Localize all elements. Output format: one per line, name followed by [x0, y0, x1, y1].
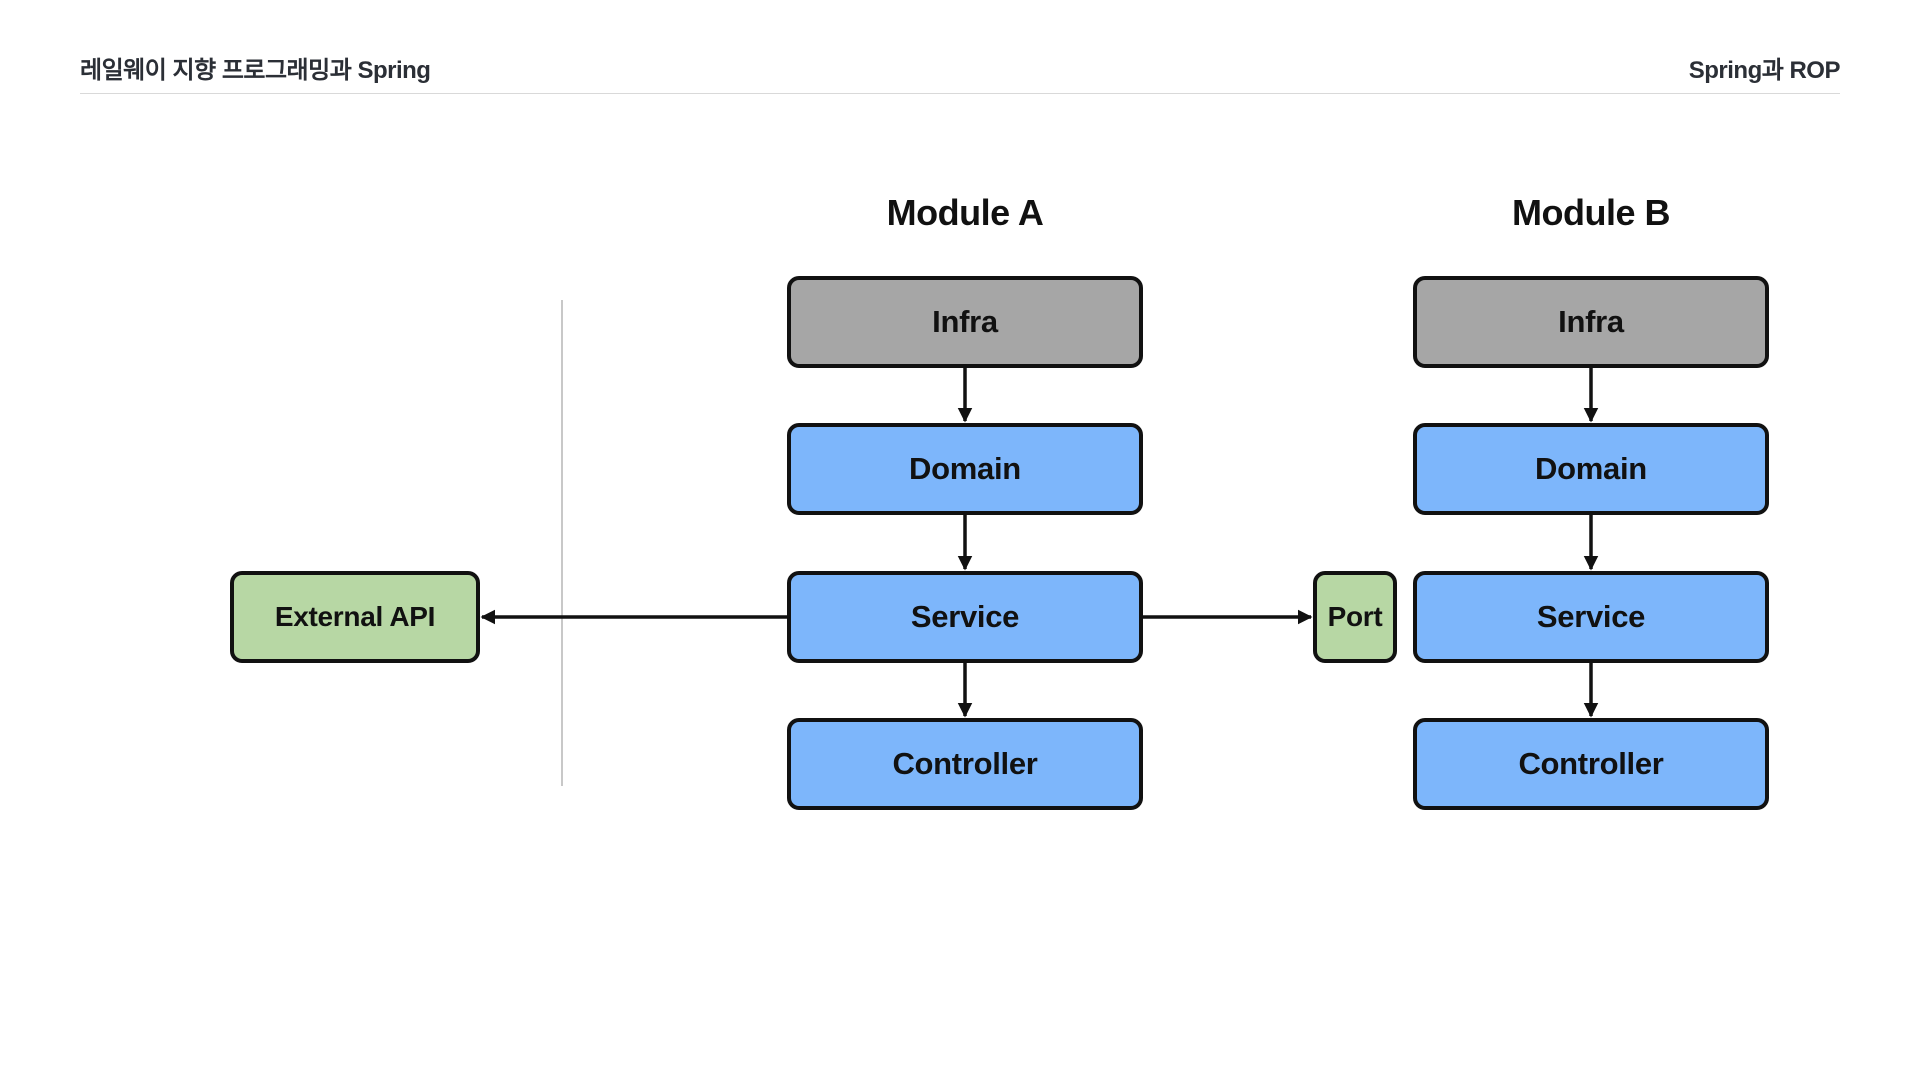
presentation-title: 레일웨이 지향 프로그래밍과 Spring [80, 57, 431, 84]
module-b-domain-box: Domain [1413, 423, 1769, 515]
module-b-controller-box: Controller [1413, 718, 1769, 810]
slide-header: 레일웨이 지향 프로그래밍과 Spring Spring과 ROP [80, 46, 1841, 94]
section-title: Spring과 ROP [1688, 57, 1841, 84]
port-box: Port [1313, 571, 1397, 663]
module-b-title: Module B [1512, 192, 1670, 233]
module-a-infra-box: Infra [787, 276, 1143, 368]
module-b-service-box: Service [1413, 571, 1769, 663]
module-a-domain-box: Domain [787, 423, 1143, 515]
module-a-title: Module A [886, 192, 1044, 233]
module-a-service-box: Service [787, 571, 1143, 663]
module-b-infra-box: Infra [1413, 276, 1769, 368]
boundary-divider [561, 300, 563, 786]
module-a-controller-box: Controller [787, 718, 1143, 810]
external-api-box: External API [230, 571, 480, 663]
